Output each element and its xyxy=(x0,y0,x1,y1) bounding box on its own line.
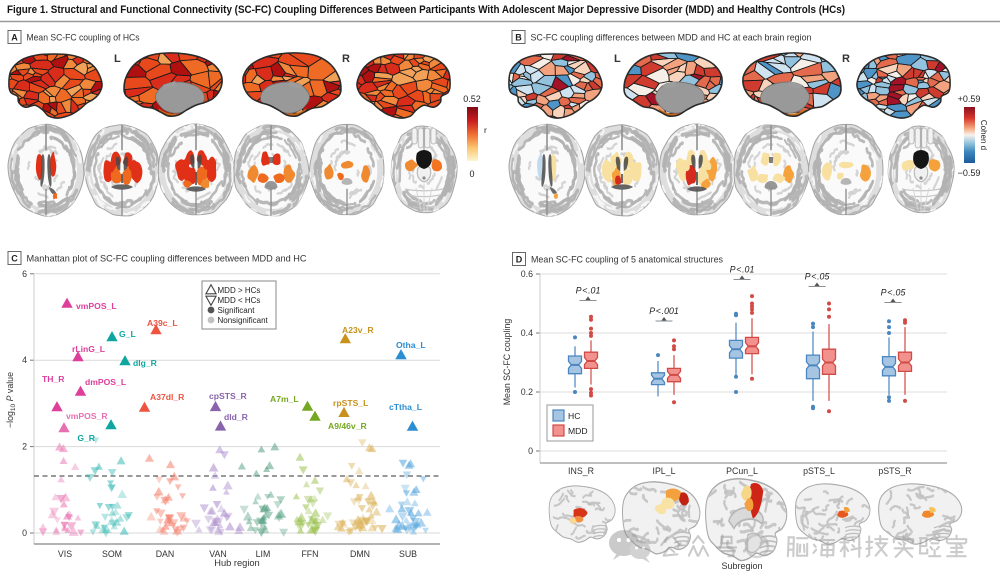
svg-text:G_R: G_R xyxy=(77,433,95,443)
svg-text:SUB: SUB xyxy=(399,549,417,559)
svg-text:0: 0 xyxy=(22,528,27,538)
svg-text:0.52: 0.52 xyxy=(463,94,481,104)
svg-text:cpSTS_R: cpSTS_R xyxy=(209,391,248,401)
svg-text:dId_R: dId_R xyxy=(224,412,249,422)
svg-text:P < .05: P < .05 xyxy=(881,288,906,298)
svg-text:LIM: LIM xyxy=(256,549,271,559)
svg-text:HC: HC xyxy=(568,411,580,421)
svg-text:0.6: 0.6 xyxy=(521,269,533,279)
svg-text:INS_R: INS_R xyxy=(568,466,594,476)
svg-text:PCun_L: PCun_L xyxy=(726,466,758,476)
svg-text:rLinG_L: rLinG_L xyxy=(72,344,105,354)
svg-text:C: C xyxy=(11,253,18,263)
svg-text:A9/46v_R: A9/46v_R xyxy=(328,421,367,431)
svg-text:cTtha_L: cTtha_L xyxy=(389,402,422,412)
svg-text:D: D xyxy=(516,254,523,264)
svg-text:Mean SC-FC coupling: Mean SC-FC coupling xyxy=(502,319,512,406)
svg-text:pSTS_R: pSTS_R xyxy=(878,466,911,476)
svg-text:Subregion: Subregion xyxy=(721,561,762,571)
svg-text:B: B xyxy=(515,32,522,42)
svg-text:Nonsignificant: Nonsignificant xyxy=(218,316,269,325)
svg-text:P < .01: P < .01 xyxy=(576,286,601,296)
svg-text:A23v_R: A23v_R xyxy=(342,325,374,335)
svg-text:P < .001: P < .001 xyxy=(649,306,679,316)
svg-text:MDD > HCs: MDD > HCs xyxy=(218,286,261,295)
svg-text:Cohen d: Cohen d xyxy=(979,120,988,150)
svg-text:DAN: DAN xyxy=(156,549,175,559)
svg-text:A7m_L: A7m_L xyxy=(270,394,299,404)
svg-text:VIS: VIS xyxy=(58,549,72,559)
svg-text:+0.59: +0.59 xyxy=(958,94,981,104)
svg-text:R: R xyxy=(842,53,850,65)
svg-text:r: r xyxy=(484,125,487,135)
svg-text:DMN: DMN xyxy=(350,549,370,559)
svg-text:dmPOS_L: dmPOS_L xyxy=(85,377,126,387)
svg-text:0: 0 xyxy=(469,169,474,179)
svg-text:A39c_L: A39c_L xyxy=(147,318,178,328)
svg-text:Otha_L: Otha_L xyxy=(396,340,426,350)
svg-text:Significant: Significant xyxy=(218,306,256,315)
svg-text:L: L xyxy=(114,53,121,65)
svg-text:2: 2 xyxy=(22,442,27,452)
svg-text:A37dl_R: A37dl_R xyxy=(150,392,185,402)
svg-text:−0.59: −0.59 xyxy=(958,168,981,178)
svg-text:rpSTS_L: rpSTS_L xyxy=(333,398,368,408)
svg-text:pSTS_L: pSTS_L xyxy=(803,466,835,476)
svg-text:VAN: VAN xyxy=(209,549,226,559)
svg-text:MDD < HCs: MDD < HCs xyxy=(218,296,261,305)
svg-text:Hub region: Hub region xyxy=(214,558,259,568)
svg-text:FFN: FFN xyxy=(301,549,318,559)
svg-text:Manhattan plot of SC-FC coupli: Manhattan plot of SC-FC coupling differe… xyxy=(27,254,307,264)
svg-text:Mean SC-FC coupling of 5 anato: Mean SC-FC coupling of 5 anatomical stru… xyxy=(531,255,723,265)
svg-text:vmPOS_L: vmPOS_L xyxy=(76,301,117,311)
svg-text:vmPOS_R: vmPOS_R xyxy=(66,411,108,421)
svg-text:R: R xyxy=(342,53,350,65)
svg-text:6: 6 xyxy=(22,269,27,279)
svg-text:A: A xyxy=(11,32,18,42)
svg-text:0.2: 0.2 xyxy=(521,387,533,397)
svg-text:IPL_L: IPL_L xyxy=(653,466,676,476)
svg-text:dIg_R: dIg_R xyxy=(133,358,158,368)
svg-text:0: 0 xyxy=(528,446,533,456)
svg-text:MDD: MDD xyxy=(568,426,588,436)
svg-text:TH_R: TH_R xyxy=(42,374,65,384)
svg-text:L: L xyxy=(614,53,621,65)
svg-text:0.4: 0.4 xyxy=(521,328,533,338)
svg-text:G_L: G_L xyxy=(119,329,136,339)
svg-text:SC-FC coupling differences bet: SC-FC coupling differences between MDD a… xyxy=(531,33,812,43)
svg-text:P < .01: P < .01 xyxy=(730,265,755,275)
svg-text:Figure 1. Structural and Funct: Figure 1. Structural and Functional Conn… xyxy=(7,4,845,16)
svg-text:SOM: SOM xyxy=(102,549,122,559)
svg-text:P < .05: P < .05 xyxy=(805,272,830,282)
svg-text:−log10 P value: −log10 P value xyxy=(5,372,17,428)
svg-text:4: 4 xyxy=(22,355,27,365)
svg-text:Mean SC-FC coupling of HCs: Mean SC-FC coupling of HCs xyxy=(27,33,140,43)
